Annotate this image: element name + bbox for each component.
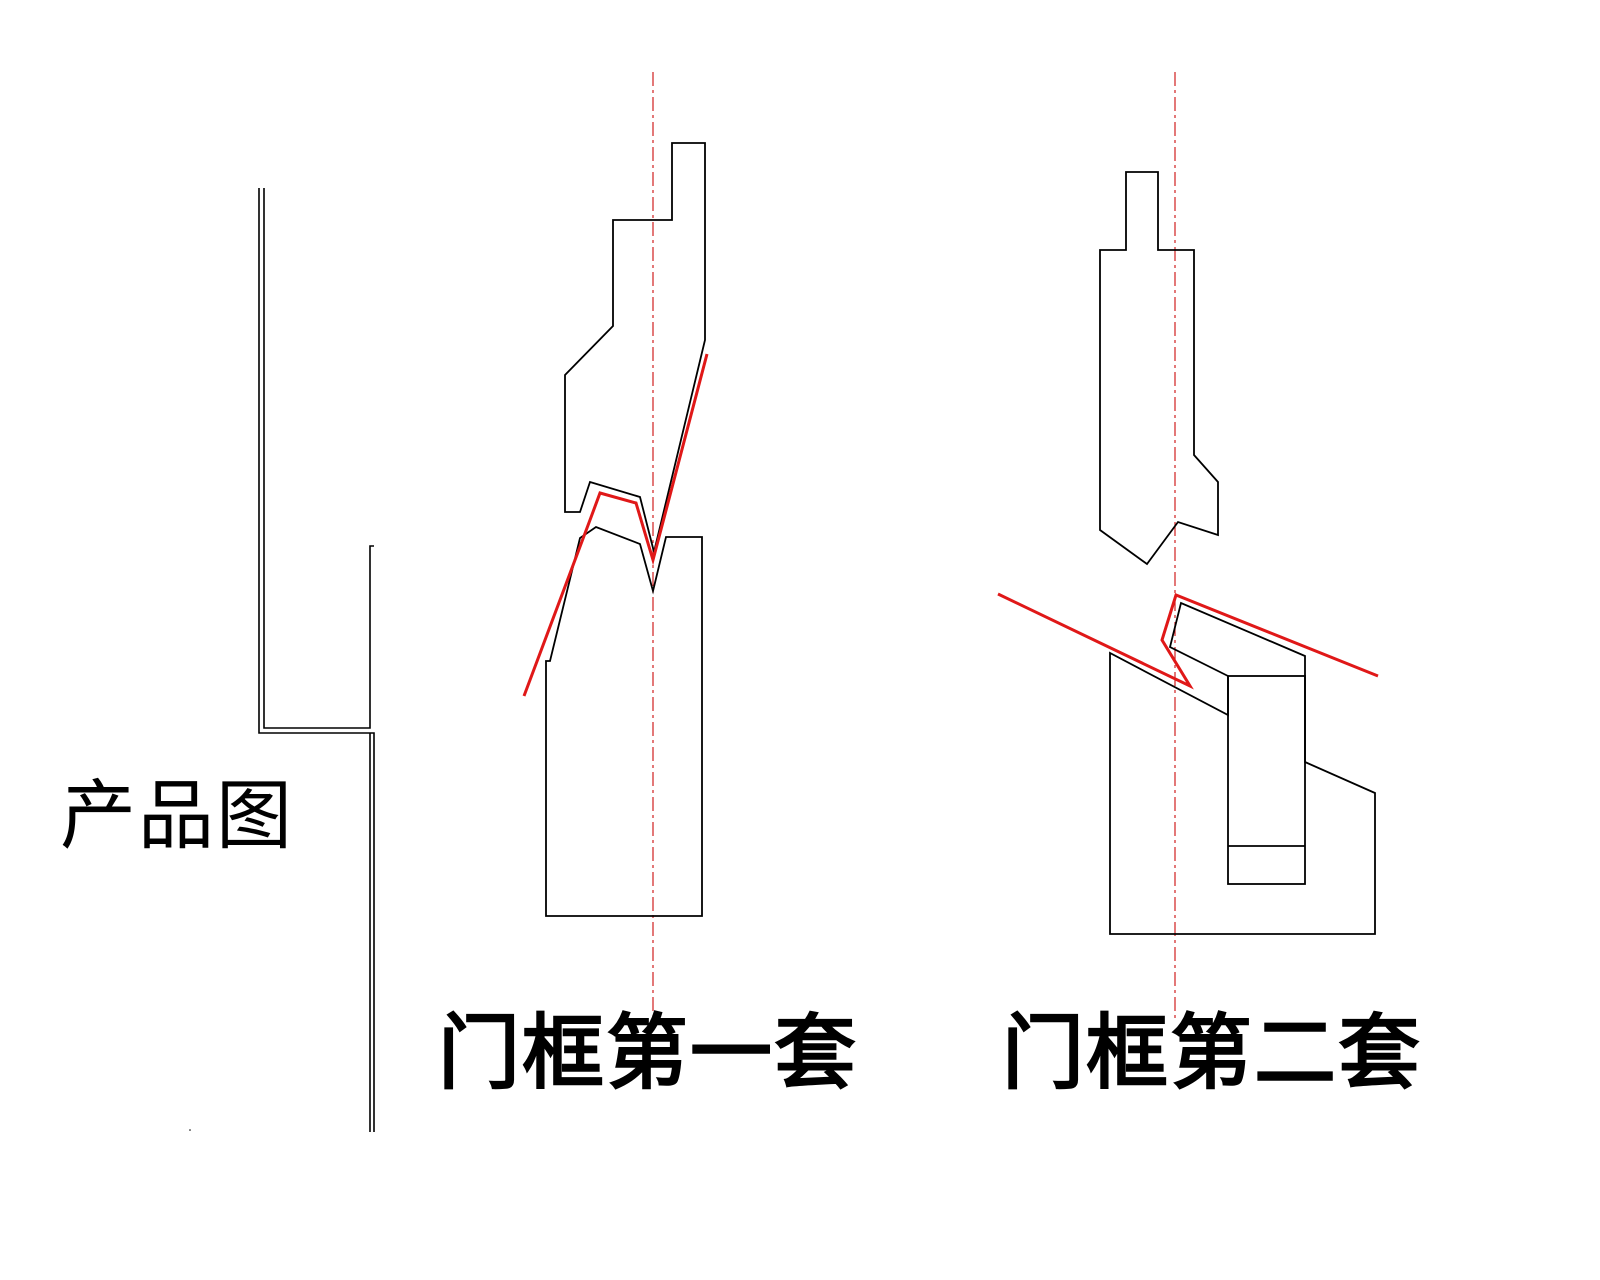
set2-tooling — [997, 72, 1379, 1018]
set2-label: 门框第二套 — [1002, 1005, 1423, 1101]
product-drawing-label: 产品图 — [60, 771, 294, 860]
set2-lower-die — [1109, 601, 1376, 935]
set1-upper-punch — [564, 142, 706, 553]
set1-label: 门框第一套 — [438, 1005, 859, 1101]
product-profile-outer — [258, 188, 375, 1132]
set1-tooling — [522, 72, 709, 1018]
set2-sheet-profile — [997, 592, 1379, 690]
stray-dot — [189, 1129, 191, 1131]
product-profile — [258, 188, 375, 1132]
set1-lower-die — [545, 525, 703, 917]
set1-sheet-profile — [522, 353, 709, 697]
product-profile-inner — [263, 188, 374, 729]
set2-die-slot — [1227, 675, 1306, 885]
set2-upper-punch — [1099, 171, 1219, 566]
